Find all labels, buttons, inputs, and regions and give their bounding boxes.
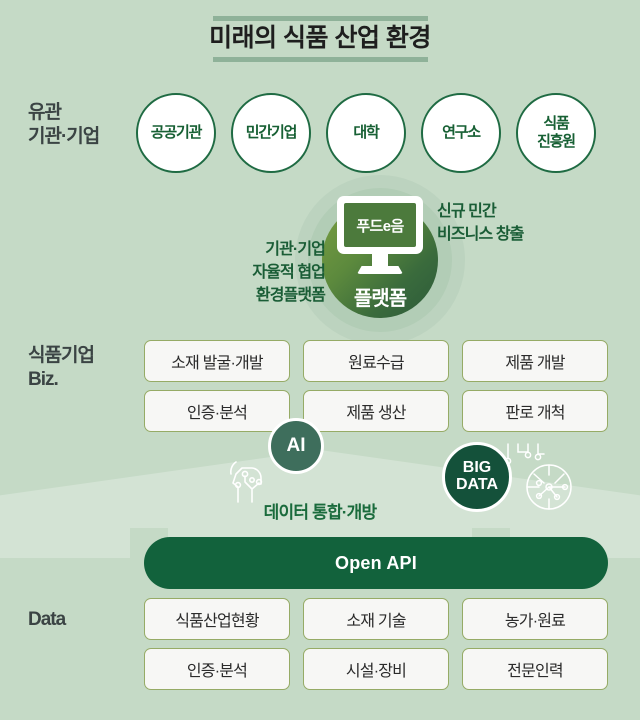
business-box-product-development[interactable]: 제품 개발 [462,340,608,382]
page-title: 미래의 식품 산업 환경 [209,24,431,52]
title-rule-top [212,16,428,21]
org-circle-public-institution[interactable]: 공공기관 [136,93,216,173]
org-circle-research-institute[interactable]: 연구소 [421,93,501,173]
platform-annotation-left: 기관·기업 자율적 협업 환경플랫폼 [252,241,326,305]
row-label-organizations: 유관 기관·기업 [28,102,100,148]
platform-caption: 플랫폼 [353,288,407,310]
org-circle-private-company[interactable]: 민간기업 [231,93,311,173]
network-globe-icon [526,464,572,510]
monitor-screen-label: 푸드e음 [344,203,416,247]
data-box-professional-workforce[interactable]: 전문인력 [462,648,608,690]
data-box-certification-analysis[interactable]: 인증·분석 [144,648,290,690]
org-circle-university[interactable]: 대학 [326,93,406,173]
data-box-food-industry-status[interactable]: 식품산업현황 [144,598,290,640]
org-circle-food-promotion-agency[interactable]: 식품 진흥원 [516,93,596,173]
monitor-body: 푸드e음 [337,196,423,254]
ai-bubble[interactable]: AI [268,418,324,474]
title-rule-bottom [212,57,428,62]
business-box-market-development[interactable]: 판로 개척 [462,390,608,432]
organization-circle-row: 공공기관 민간기업 대학 연구소 식품 진흥원 [136,93,596,173]
data-box-facility-equipment[interactable]: 시설·장비 [303,648,449,690]
data-box-farm-raw-material[interactable]: 농가·원료 [462,598,608,640]
bigdata-bubble[interactable]: BIG DATA [442,442,512,512]
page-title-block: 미래의 식품 산업 환경 [0,16,640,62]
platform-annotation-right: 신규 민간 비즈니스 창출 [437,203,524,244]
business-box-material-discovery[interactable]: 소재 발굴·개발 [144,340,290,382]
data-box-grid: 식품산업현황 소재 기술 농가·원료 인증·분석 시설·장비 전문인력 [144,598,608,690]
row-label-business: 식품기업 Biz. [28,345,95,391]
ai-head-circuit-icon [230,461,263,503]
data-box-material-technology[interactable]: 소재 기술 [303,598,449,640]
monitor-neck [372,254,388,266]
business-box-certification-analysis[interactable]: 인증·분석 [144,390,290,432]
row-label-data: Data [28,609,66,630]
open-api-bar[interactable]: Open API [144,537,608,589]
monitor-icon: 푸드e음 [337,196,423,280]
monitor-base [357,266,403,274]
business-box-grid: 소재 발굴·개발 원료수급 제품 개발 인증·분석 제품 생산 판로 개척 [144,340,608,432]
business-box-product-manufacturing[interactable]: 제품 생산 [303,390,449,432]
business-box-raw-material-supply[interactable]: 원료수급 [303,340,449,382]
data-integration-caption: 데이터 통합·개방 [263,503,377,522]
